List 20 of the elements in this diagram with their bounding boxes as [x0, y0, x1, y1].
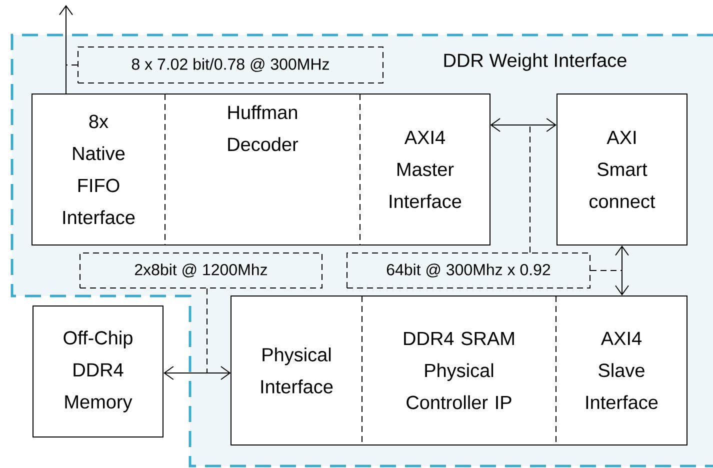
block-box	[230, 296, 688, 446]
leader-line	[590, 270, 622, 271]
arrow	[164, 366, 231, 380]
block-section: Physical Interface	[261, 348, 333, 394]
process-box: AXI Smart connect	[556, 94, 688, 246]
block-section: Huffman Decoder	[228, 105, 298, 152]
rate-label-box: 2x8bit @ 1200Mhz	[80, 252, 322, 288]
leader-line	[206, 288, 208, 374]
arrow	[615, 246, 629, 296]
leader-line	[66, 64, 78, 66]
arrow	[59, 5, 73, 94]
block-section: DDR4 SRAM Physical Controller IP	[404, 332, 514, 410]
block-box	[32, 94, 490, 246]
rate-label-box: 8 x 7.02 bit/0.78 @ 300MHz	[78, 46, 384, 84]
block-section: 8x Native FIFO Interface	[63, 114, 135, 224]
process-box: Off-Chip DDR4 Memory	[32, 306, 164, 438]
arrow	[490, 118, 556, 132]
block-section: AXI4 Master Interface	[390, 130, 462, 208]
rate-label-box: 64bit @ 300Mhz x 0.92	[346, 252, 590, 288]
block-section: AXI4 Slave Interface	[586, 332, 658, 410]
